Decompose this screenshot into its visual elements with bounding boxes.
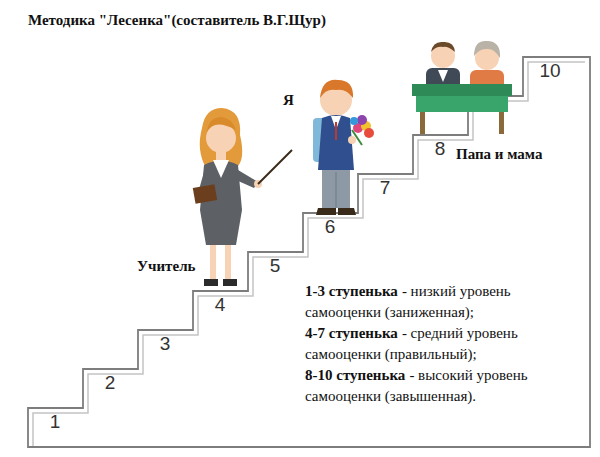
step-number: 3	[160, 333, 171, 355]
step-number: 10	[539, 60, 560, 82]
figure-label: Учитель	[137, 258, 195, 275]
staircase-outline	[28, 57, 590, 447]
level-note: 1-3 ступенька- низкий уровень самооценки…	[305, 281, 590, 323]
teacher-figure	[193, 108, 292, 286]
step-number: 7	[380, 177, 391, 199]
level-range: 8-10 ступенька	[305, 367, 405, 383]
parents-figure	[412, 41, 512, 134]
step-number: 1	[50, 411, 61, 433]
level-range: 1-3 ступенька	[305, 283, 398, 299]
diagram-title: Методика "Лесенка"(составитель В.Г.Щур)	[28, 12, 326, 29]
step-number: 6	[325, 216, 336, 238]
figure-label: Я	[283, 92, 294, 109]
step-number: 8	[435, 138, 446, 160]
step-number: 2	[105, 372, 116, 394]
step-number: 5	[270, 255, 281, 277]
staircase-inner-line	[33, 62, 585, 447]
boy-figure	[313, 80, 374, 215]
step-number: 4	[215, 294, 226, 316]
level-notes: 1-3 ступенька- низкий уровень самооценки…	[305, 281, 590, 407]
level-range: 4-7 ступенька	[305, 325, 398, 341]
figure-label: Папа и мама	[456, 146, 542, 163]
level-note: 8-10 ступенька- высокий уровень самооцен…	[305, 365, 590, 407]
level-note: 4-7 ступенька- средний уровень самооценк…	[305, 323, 590, 365]
